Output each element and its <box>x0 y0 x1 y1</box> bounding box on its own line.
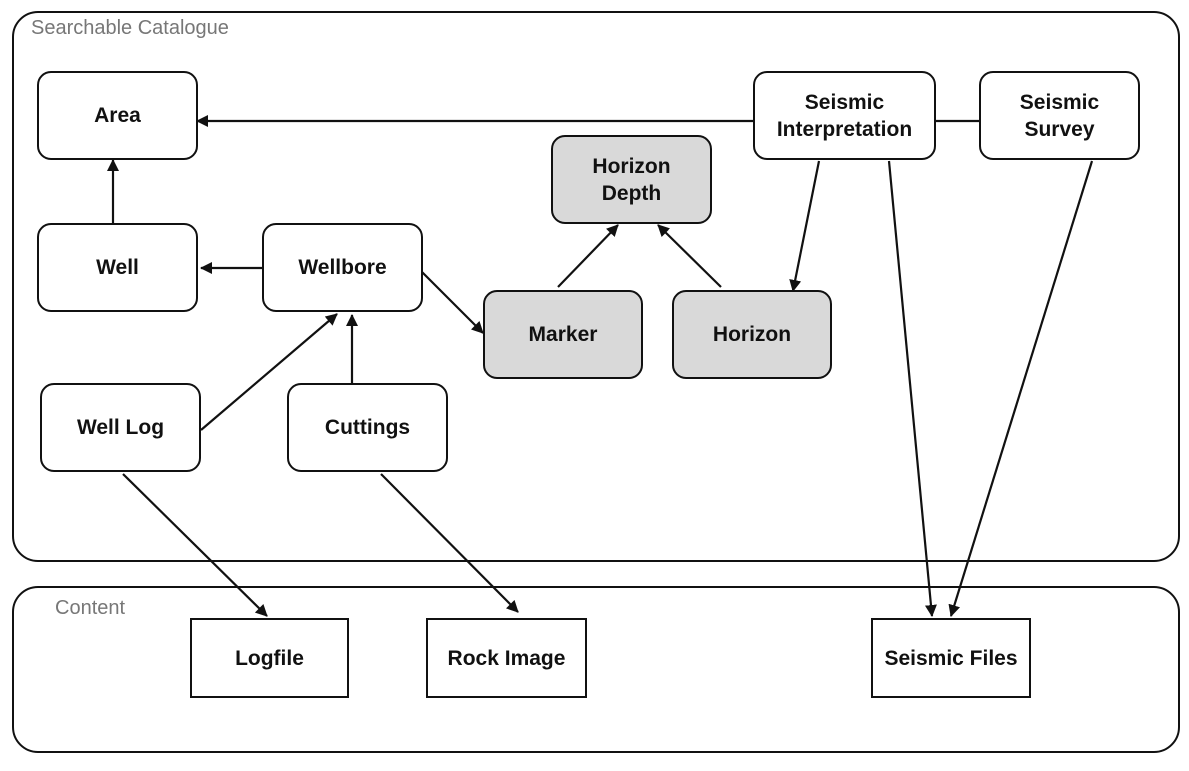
node-rock-image[interactable]: Rock Image <box>426 618 587 698</box>
node-seismic-files[interactable]: Seismic Files <box>871 618 1031 698</box>
node-marker[interactable]: Marker <box>483 290 643 379</box>
node-horizon[interactable]: Horizon <box>672 290 832 379</box>
node-wellbore[interactable]: Wellbore <box>262 223 423 312</box>
content-label: Content <box>55 597 126 619</box>
node-well[interactable]: Well <box>37 223 198 312</box>
node-area[interactable]: Area <box>37 71 198 160</box>
node-well-log[interactable]: Well Log <box>40 383 201 472</box>
searchable-catalogue-group <box>12 11 1180 562</box>
node-cuttings[interactable]: Cuttings <box>287 383 448 472</box>
searchable-catalogue-label: Searchable Catalogue <box>31 17 229 39</box>
node-horizon-depth[interactable]: Horizon Depth <box>551 135 712 224</box>
node-seismic-survey[interactable]: Seismic Survey <box>979 71 1140 160</box>
node-logfile[interactable]: Logfile <box>190 618 349 698</box>
content-group <box>12 586 1180 753</box>
node-seismic-interpretation[interactable]: Seismic Interpretation <box>753 71 936 160</box>
